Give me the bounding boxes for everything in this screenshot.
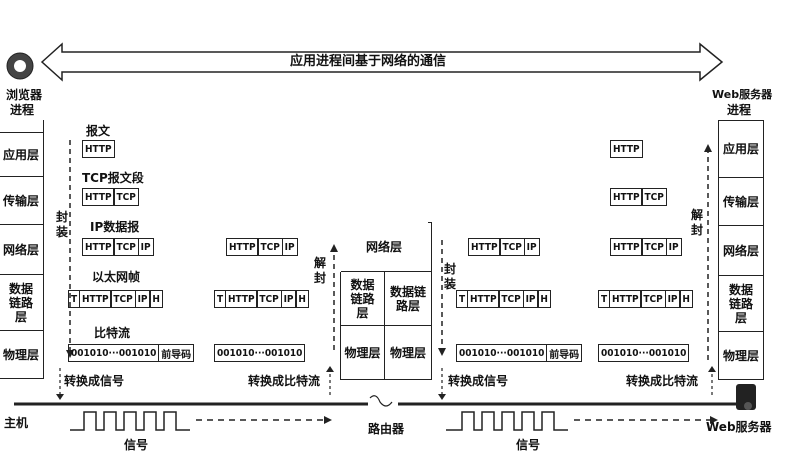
banner-title: 应用进程间基于网络的通信 [290, 54, 447, 69]
banner-double-arrow [40, 42, 724, 82]
bits-mid-left: 001010···001010 [214, 344, 306, 362]
encap-label-left: 封装 [55, 210, 68, 239]
message-label: 报文 [86, 124, 111, 138]
router-link-a: 数据链路层 [341, 271, 385, 325]
signal-label-1: 信号 [124, 438, 149, 452]
server-layer-link: 数据链路层 [719, 275, 763, 332]
host-label: 主机 [4, 416, 29, 430]
signal-label-2: 信号 [516, 438, 541, 452]
to-bits-label-1: 转换成比特流 [248, 374, 321, 388]
browser-process-title-1: 浏览器 [6, 88, 43, 102]
server-layer-network: 网络层 [719, 225, 763, 276]
browser-layer-link: 数据链路层 [0, 274, 43, 331]
bitstream-label: 比特流 [94, 326, 131, 340]
router-network-layer: 网络层 [340, 222, 428, 272]
ethernet-frame-label: 以太网帧 [92, 270, 141, 284]
encap-label-mid: 封装 [443, 262, 456, 291]
bits-right: 001010···001010 [598, 344, 690, 362]
router-phys-a: 物理层 [341, 325, 385, 379]
server-layer-physical: 物理层 [719, 331, 763, 380]
browser-layer-physical: 物理层 [0, 330, 43, 379]
router-link-b: 数据链路层 [385, 271, 431, 325]
signal-wave-2 [446, 411, 568, 431]
browser-layer-network: 网络层 [0, 224, 43, 275]
ip-datagram-label: IP数据报 [90, 220, 140, 234]
server-process-title-1: Web服务器 [712, 88, 773, 101]
browser-layer-app: 应用层 [0, 132, 43, 177]
decap-label-mid: 解封 [313, 256, 326, 285]
signal-wave-1 [70, 411, 190, 431]
to-signal-label-1: 转换成信号 [64, 374, 125, 388]
server-layer-transport: 传输层 [719, 177, 763, 226]
router-label: 路由器 [368, 422, 405, 436]
decap-label-right: 解封 [690, 208, 703, 237]
tcp-segment-label: TCP报文段 [82, 171, 144, 185]
router-phys-b: 物理层 [385, 325, 431, 379]
browser-layer-stack: 应用层 传输层 网络层 数据链路层 物理层 [0, 120, 44, 379]
web-server-label: Web服务器 [706, 420, 772, 434]
to-bits-label-2: 转换成比特流 [626, 374, 699, 388]
server-layer-stack: 应用层 传输层 网络层 数据链路层 物理层 [718, 120, 764, 380]
to-signal-label-2: 转换成信号 [448, 374, 509, 388]
server-layer-app: 应用层 [722, 142, 759, 156]
server-process-title-2: 进程 [727, 103, 752, 117]
packet-http-left: HTTP [82, 140, 115, 158]
browser-layer-transport: 传输层 [0, 176, 43, 225]
packet-http-right: HTTP [610, 140, 643, 158]
router-stack: 网络层 数据链路层 数据链路层 物理层 物理层 [340, 222, 432, 380]
browser-process-title-2: 进程 [10, 103, 35, 117]
